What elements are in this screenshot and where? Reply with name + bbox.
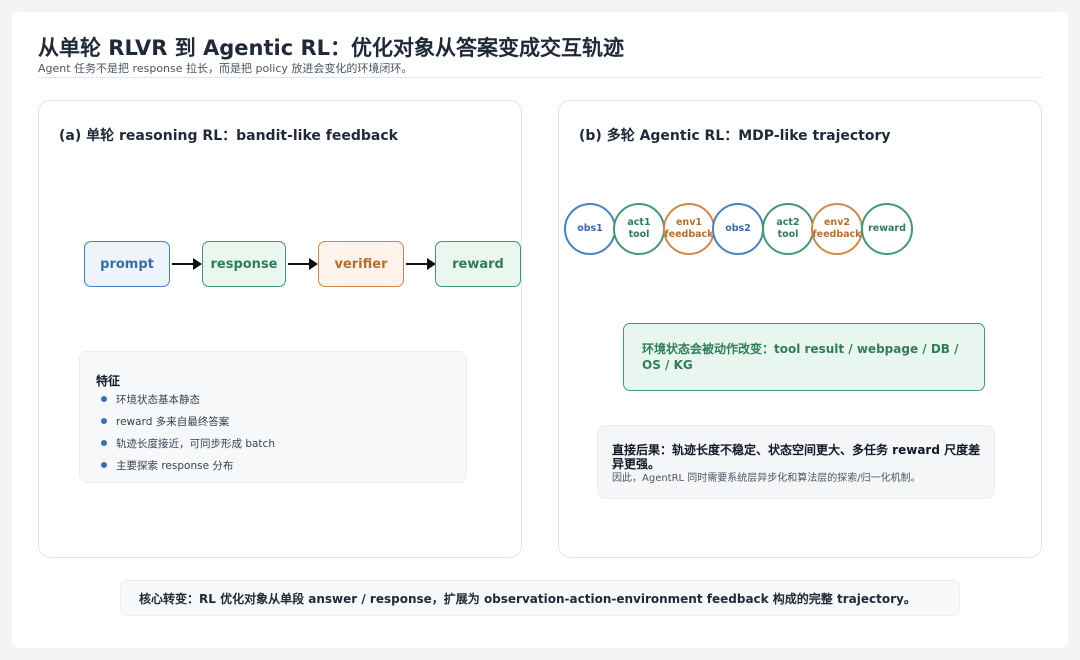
panel-multi-turn-agentic-rl: (b) 多轮 Agentic RL：MDP-like trajectory ob… <box>558 100 1042 558</box>
node-label: act2 <box>776 217 800 228</box>
node-sublabel: tool <box>628 229 650 240</box>
flow-arrow-3 <box>406 258 436 270</box>
flow-node-prompt: prompt <box>84 241 170 287</box>
flow-node-reward: reward <box>435 241 521 287</box>
trajectory-node-act2: act2 tool <box>762 203 814 255</box>
panel-a-title: (a) 单轮 reasoning RL：bandit-like feedback <box>59 128 398 144</box>
feature-item: reward 多来自最终答案 <box>100 414 275 436</box>
features-list: 环境状态基本静态 reward 多来自最终答案 轨迹长度接近，可同步形成 bat… <box>100 392 275 480</box>
trajectory-node-obs2: obs2 <box>712 203 764 255</box>
panel-single-turn-rl: (a) 单轮 reasoning RL：bandit-like feedback… <box>38 100 522 558</box>
feature-item: 环境状态基本静态 <box>100 392 275 414</box>
feature-item: 主要探索 response 分布 <box>100 458 275 480</box>
trajectory-node-reward: reward <box>861 203 913 255</box>
node-sublabel: feedback <box>664 229 714 240</box>
features-box: 特征 环境状态基本静态 reward 多来自最终答案 轨迹长度接近，可同步形成 … <box>79 351 467 483</box>
features-title: 特征 <box>96 374 121 388</box>
page-subtitle: Agent 任务不是把 response 拉长，而是把 policy 放进会变化… <box>38 62 413 75</box>
trajectory-node-env2: env2 feedback <box>811 203 863 255</box>
consequence-box: 直接后果：轨迹长度不稳定、状态空间更大、多任务 reward 尺度差异更强。 因… <box>597 425 995 499</box>
flow-arrow-1 <box>172 258 202 270</box>
node-sublabel: feedback <box>812 229 862 240</box>
trajectory-node-obs1: obs1 <box>564 203 616 255</box>
node-label: obs1 <box>577 223 603 234</box>
node-label: env2 <box>823 217 850 228</box>
flow-node-response: response <box>202 241 286 287</box>
consequence-main: 直接后果：轨迹长度不稳定、状态空间更大、多任务 reward 尺度差异更强。 <box>612 443 981 471</box>
header-divider <box>38 77 1042 78</box>
core-shift-summary: 核心转变：RL 优化对象从单段 answer / response，扩展为 ob… <box>120 580 960 616</box>
flow-arrow-2 <box>288 258 318 270</box>
node-label: reward <box>868 223 906 234</box>
node-sublabel: tool <box>777 229 799 240</box>
node-label: obs2 <box>725 223 751 234</box>
trajectory-node-act1: act1 tool <box>613 203 665 255</box>
page-title: 从单轮 RLVR 到 Agentic RL：优化对象从答案变成交互轨迹 <box>38 36 625 60</box>
flow-node-verifier: verifier <box>318 241 404 287</box>
consequence-sub: 因此，AgentRL 同时需要系统层异步化和算法层的探索/归一化机制。 <box>612 473 921 484</box>
trajectory-node-env1: env1 feedback <box>663 203 715 255</box>
node-label: act1 <box>627 217 651 228</box>
environment-state-note: 环境状态会被动作改变：tool result / webpage / DB / … <box>623 323 985 391</box>
node-label: env1 <box>675 217 702 228</box>
panel-b-title: (b) 多轮 Agentic RL：MDP-like trajectory <box>579 128 891 144</box>
feature-item: 轨迹长度接近，可同步形成 batch <box>100 436 275 458</box>
